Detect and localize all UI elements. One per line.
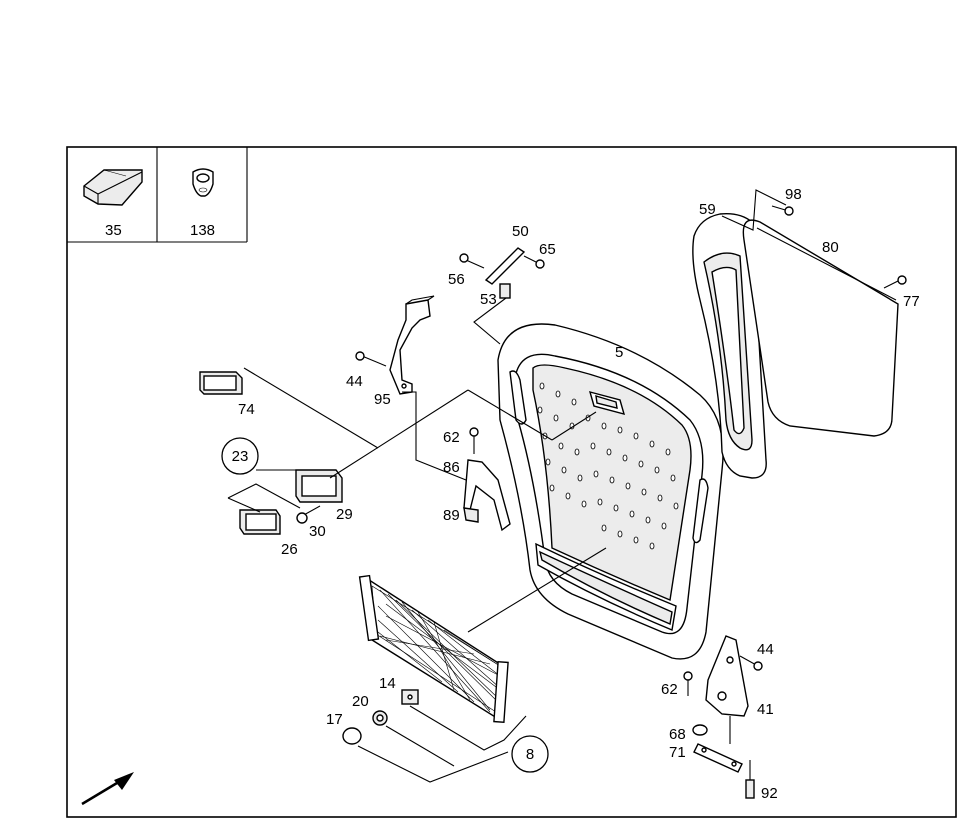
spacer-53: [499, 283, 511, 299]
callout-68: 68: [669, 726, 686, 743]
leader-line: [467, 547, 607, 633]
screw-77: [883, 275, 907, 289]
leader-line: [409, 705, 527, 751]
clip-nut-icon: [192, 168, 214, 197]
screw-56: [459, 253, 485, 269]
leader-line: [467, 389, 553, 441]
screw-30: [296, 505, 321, 524]
callout-30: 30: [309, 523, 326, 540]
storage-net: [358, 574, 509, 724]
callout-circle-23: [221, 437, 259, 475]
plate-71: [693, 743, 743, 773]
callout-86: 86: [443, 459, 460, 476]
callout-44-top: 44: [346, 373, 363, 390]
bracket-86: [463, 459, 511, 532]
callout-circle-8: [511, 735, 549, 773]
leader-line: [227, 483, 301, 509]
leader-line: [721, 189, 787, 231]
callout-53: 53: [480, 291, 497, 308]
cap-68: [692, 724, 708, 736]
screw-44-top: [355, 351, 387, 367]
callout-62-bottom: 62: [661, 681, 678, 698]
callout-89: 89: [443, 507, 460, 524]
callout-23: 23: [232, 448, 249, 465]
callout-77: 77: [903, 293, 920, 310]
leader-line: [385, 725, 455, 767]
handle-74: [199, 371, 243, 395]
callout-62-center: 62: [443, 429, 460, 446]
bracket-41: [705, 635, 749, 717]
screw-65: [523, 255, 545, 269]
callout-17: 17: [326, 711, 343, 728]
screw-62-center: [469, 427, 479, 454]
screw-44-bottom: [739, 655, 763, 671]
spacer-92: [745, 779, 755, 799]
callout-95: 95: [374, 391, 391, 408]
leader-line: [473, 297, 507, 345]
rubber-pad-icon: [83, 169, 143, 206]
callout-26: 26: [281, 541, 298, 558]
callout-41: 41: [757, 701, 774, 718]
callout-74: 74: [238, 401, 255, 418]
leader-line: [357, 745, 509, 783]
callout-59: 59: [699, 201, 716, 218]
strap-50: [484, 247, 526, 285]
leader-line: [756, 227, 897, 301]
leader-line: [227, 497, 261, 513]
legend-box: [67, 147, 248, 243]
callout-50: 50: [512, 223, 529, 240]
plug-17: [342, 727, 362, 745]
screw-98: [771, 205, 794, 216]
leader-line: [551, 411, 597, 441]
handle-26: [239, 509, 281, 535]
seat-back-shell: [497, 323, 724, 660]
callout-5: 5: [615, 344, 623, 361]
leader-line: [329, 389, 469, 479]
callout-8: 8: [526, 746, 534, 763]
callout-56: 56: [448, 271, 465, 288]
screw-62-bottom: [683, 671, 693, 696]
cover-panel-80: [742, 219, 899, 437]
leader-line: [243, 367, 379, 449]
leader-line: [402, 391, 467, 481]
callout-98: 98: [785, 186, 802, 203]
callout-92: 92: [761, 785, 778, 802]
callout-80: 80: [822, 239, 839, 256]
callout-20: 20: [352, 693, 369, 710]
callout-65: 65: [539, 241, 556, 258]
clip-14: [401, 689, 419, 705]
legend-label: 138: [190, 222, 215, 239]
callout-29: 29: [336, 506, 353, 523]
diagram-frame: [66, 146, 957, 818]
direction-arrow-icon: [81, 772, 134, 806]
callout-44-bottom: 44: [757, 641, 774, 658]
callout-71: 71: [669, 744, 686, 761]
legend-label: 35: [105, 222, 122, 239]
side-panel-59: [692, 212, 767, 479]
callout-14: 14: [379, 675, 396, 692]
mount-bracket-95: [389, 295, 435, 395]
nut-20: [372, 710, 388, 726]
